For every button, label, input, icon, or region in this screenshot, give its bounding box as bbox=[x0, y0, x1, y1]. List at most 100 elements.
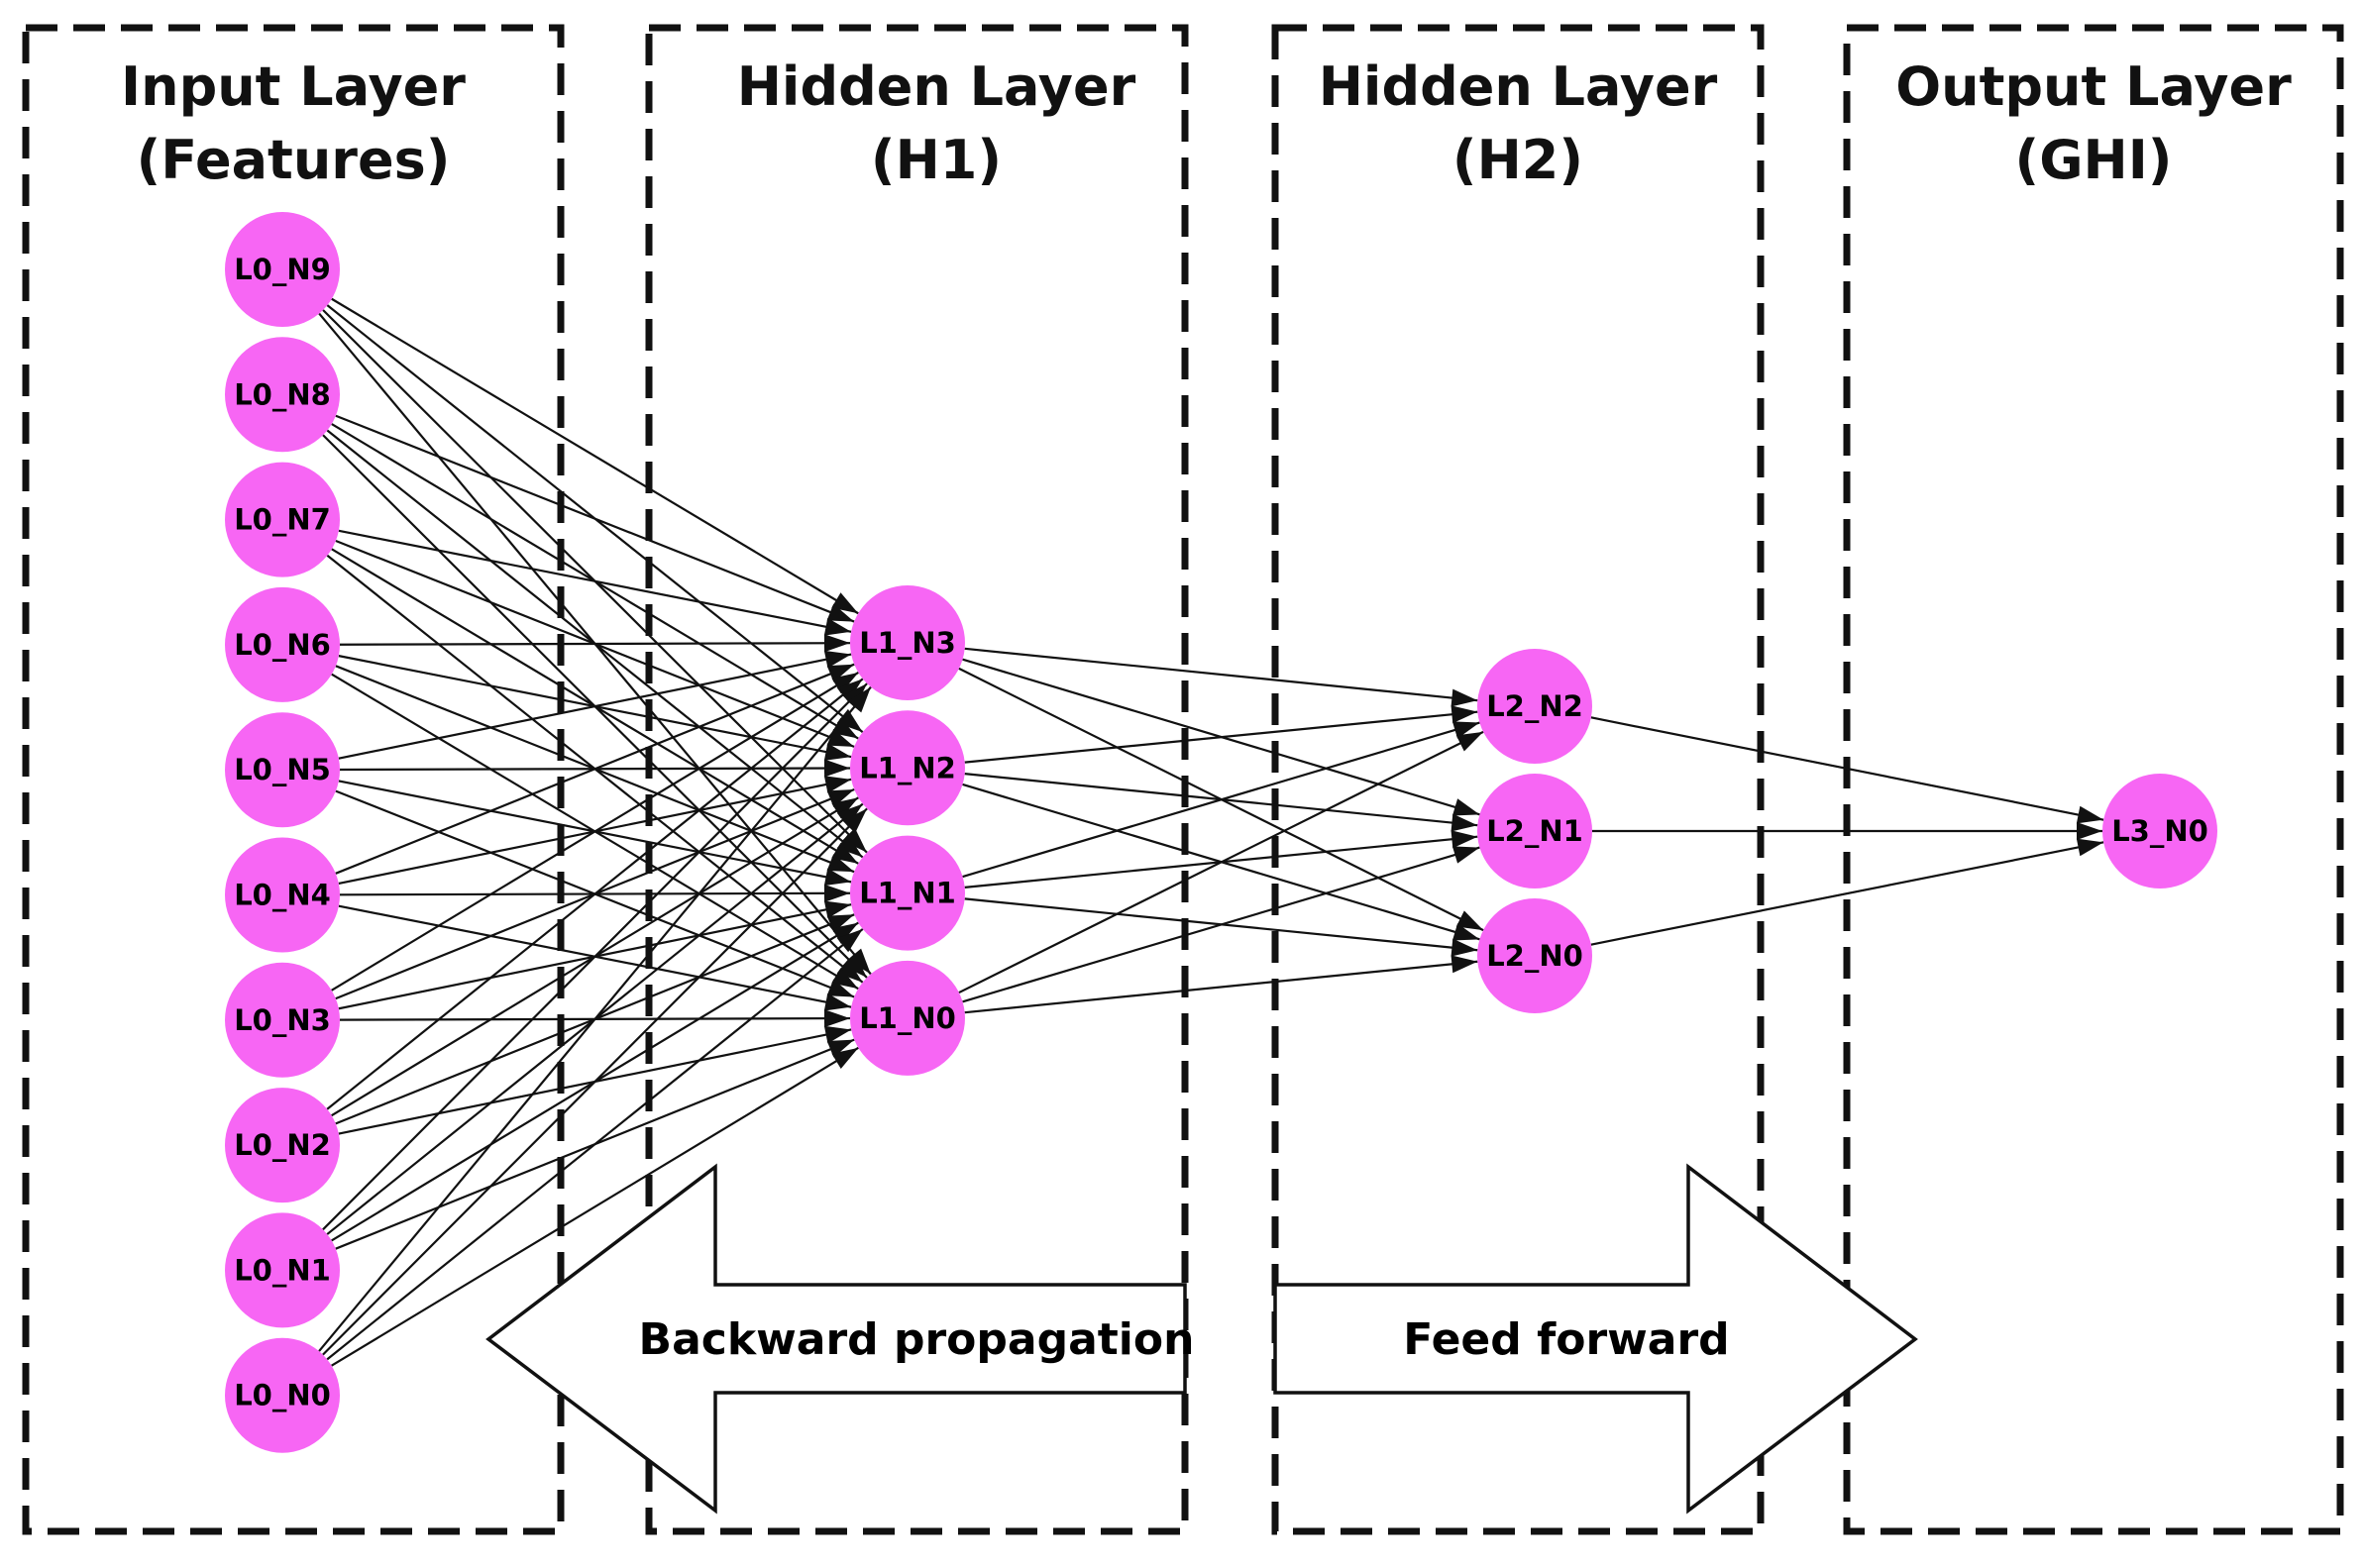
neuron-L0_N3: L0_N3 bbox=[225, 962, 340, 1078]
arrowhead-L2_N0-to-L3_N0 bbox=[2076, 838, 2104, 857]
arrowhead-L0_N4-to-L1_N2 bbox=[823, 776, 852, 793]
arrowhead-L2_N1-to-L3_N0 bbox=[2077, 822, 2102, 840]
neuron-circle bbox=[850, 835, 965, 951]
neuron-label: L0_N3 bbox=[234, 1003, 331, 1037]
arrowhead-L0_N9-to-L1_N1 bbox=[842, 827, 867, 853]
neuron-label: L2_N1 bbox=[1486, 814, 1583, 848]
hidden-layer-2-title-line1: Hidden Layer bbox=[1319, 55, 1718, 118]
arrowhead-L0_N0-to-L1_N2 bbox=[842, 808, 868, 834]
edge-L0_N3-to-L1_N3 bbox=[331, 672, 859, 992]
neuron-label: L0_N9 bbox=[234, 253, 331, 286]
neuron-L0_N2: L0_N2 bbox=[225, 1088, 340, 1203]
arrowhead-L1_N1-to-L2_N1 bbox=[1451, 830, 1478, 849]
neuron-label: L0_N8 bbox=[234, 377, 331, 411]
arrowhead-L0_N5-to-L1_N0 bbox=[826, 979, 855, 997]
edge-L0_N5-to-L1_N3 bbox=[338, 653, 852, 760]
neuron-label: L1_N1 bbox=[859, 877, 956, 910]
edge-L0_N0-to-L1_N1 bbox=[326, 928, 864, 1361]
edge-L0_N8-to-L1_N3 bbox=[335, 414, 855, 623]
arrowhead-L1_N1-to-L2_N0 bbox=[1451, 938, 1478, 957]
arrowhead-L0_N7-to-L1_N2 bbox=[826, 728, 855, 747]
hidden-layer-2-title-line2: (H2) bbox=[1452, 129, 1583, 191]
neuron-label: L0_N2 bbox=[234, 1128, 331, 1162]
neuron-nodes: L0_N9L0_N8L0_N7L0_N6L0_N5L0_N4L0_N3L0_N2… bbox=[225, 212, 2217, 1453]
arrowhead-L0_N7-to-L1_N0 bbox=[836, 959, 863, 983]
neuron-label: L1_N3 bbox=[859, 626, 956, 660]
connection-edges bbox=[318, 297, 2104, 1367]
arrowhead-L1_N3-to-L2_N0 bbox=[1455, 910, 1484, 931]
neuron-label: L0_N0 bbox=[234, 1379, 331, 1412]
edge-L1_N0-to-L2_N1 bbox=[962, 846, 1480, 1003]
arrowhead-L1_N0-to-L2_N2 bbox=[1455, 731, 1484, 752]
neuron-circle bbox=[225, 1212, 340, 1328]
arrowhead-L0_N2-to-L1_N3 bbox=[836, 679, 863, 702]
arrowhead-L0_N7-to-L1_N3 bbox=[823, 617, 852, 636]
output-layer-title-line1: Output Layer bbox=[1895, 55, 2292, 118]
arrowhead-L0_N1-to-L1_N3 bbox=[842, 683, 868, 708]
neuron-circle bbox=[225, 337, 340, 453]
arrowhead-L1_N1-to-L2_N2 bbox=[1451, 721, 1480, 739]
neuron-L0_N6: L0_N6 bbox=[225, 586, 340, 702]
layer-box-hidden-1 bbox=[645, 24, 1189, 1535]
neuron-L0_N9: L0_N9 bbox=[225, 212, 340, 327]
arrowhead-L0_N0-to-L1_N1 bbox=[836, 928, 863, 953]
feed-forward-arrow bbox=[1273, 1163, 1918, 1515]
arrowhead-L0_N2-to-L1_N0 bbox=[823, 1025, 852, 1044]
arrowhead-L0_N3-to-L1_N1 bbox=[823, 900, 852, 919]
neuron-L1_N2: L1_N2 bbox=[850, 710, 965, 826]
arrowhead-L0_N4-to-L1_N0 bbox=[823, 993, 852, 1011]
arrowhead-L0_N8-to-L1_N1 bbox=[836, 834, 863, 858]
neuron-L2_N1: L2_N1 bbox=[1477, 774, 1592, 889]
neuron-circle bbox=[225, 586, 340, 702]
edge-L2_N0-to-L3_N0 bbox=[1590, 841, 2104, 946]
neuron-L0_N0: L0_N0 bbox=[225, 1337, 340, 1453]
neuron-L0_N1: L0_N1 bbox=[225, 1212, 340, 1328]
edge-L0_N0-to-L1_N2 bbox=[322, 807, 868, 1356]
neuron-circle bbox=[225, 1337, 340, 1453]
layer-box-input bbox=[22, 24, 565, 1535]
neuron-circle bbox=[1477, 774, 1592, 889]
input-layer-title-line2: (Features) bbox=[137, 129, 451, 191]
arrowhead-L0_N9-to-L1_N2 bbox=[836, 708, 863, 733]
arrowhead-L0_N6-to-L1_N2 bbox=[823, 743, 852, 761]
neuron-label: L0_N5 bbox=[234, 753, 331, 786]
neuron-circle bbox=[1477, 898, 1592, 1013]
neuron-circle bbox=[850, 585, 965, 700]
arrowhead-L0_N0-to-L1_N3 bbox=[847, 686, 871, 713]
neuron-label: L0_N7 bbox=[234, 503, 331, 537]
feed-forward-label: Feed forward bbox=[1403, 1314, 1729, 1365]
neuron-label: L0_N4 bbox=[234, 879, 331, 912]
neuron-L1_N1: L1_N1 bbox=[850, 835, 965, 951]
neuron-label: L1_N0 bbox=[859, 1001, 956, 1035]
edge-L0_N0-to-L1_N3 bbox=[318, 685, 872, 1352]
arrowhead-L0_N3-to-L1_N0 bbox=[823, 1009, 851, 1028]
neuron-circle bbox=[1477, 649, 1592, 764]
neuron-circle bbox=[2102, 774, 2217, 889]
edge-L0_N4-to-L1_N3 bbox=[335, 663, 855, 875]
neuron-L2_N2: L2_N2 bbox=[1477, 649, 1592, 764]
arrowhead-L0_N8-to-L1_N3 bbox=[826, 603, 855, 622]
edge-L1_N0-to-L2_N2 bbox=[958, 730, 1484, 994]
neuron-circle bbox=[225, 962, 340, 1078]
arrowhead-L0_N4-to-L1_N1 bbox=[823, 884, 851, 902]
edge-L0_N6-to-L1_N3 bbox=[339, 642, 851, 646]
neuron-L1_N0: L1_N0 bbox=[850, 960, 965, 1076]
arrowhead-L0_N5-to-L1_N1 bbox=[823, 868, 852, 887]
edge-L1_N2-to-L2_N2 bbox=[964, 710, 1478, 764]
neuron-circle bbox=[850, 960, 965, 1076]
neuron-label: L3_N0 bbox=[2111, 814, 2208, 848]
neuron-circle bbox=[225, 1088, 340, 1203]
edge-L1_N3-to-L2_N2 bbox=[964, 647, 1478, 702]
edge-L1_N0-to-L2_N0 bbox=[964, 960, 1478, 1014]
arrowhead-L0_N6-to-L1_N3 bbox=[823, 634, 851, 653]
edge-L0_N0-to-L1_N0 bbox=[331, 1046, 859, 1367]
edge-L0_N1-to-L1_N3 bbox=[322, 682, 868, 1231]
layer-box-hidden-2 bbox=[1271, 24, 1765, 1535]
arrowhead-L1_N2-to-L2_N0 bbox=[1451, 923, 1480, 941]
arrowhead-L0_N6-to-L1_N1 bbox=[826, 854, 855, 873]
output-layer-title-line2: (GHI) bbox=[2015, 129, 2173, 191]
neuron-L1_N3: L1_N3 bbox=[850, 585, 965, 700]
hidden-layer-1-title-line2: (H1) bbox=[871, 129, 1002, 191]
arrowhead-L1_N0-to-L2_N0 bbox=[1451, 955, 1478, 974]
